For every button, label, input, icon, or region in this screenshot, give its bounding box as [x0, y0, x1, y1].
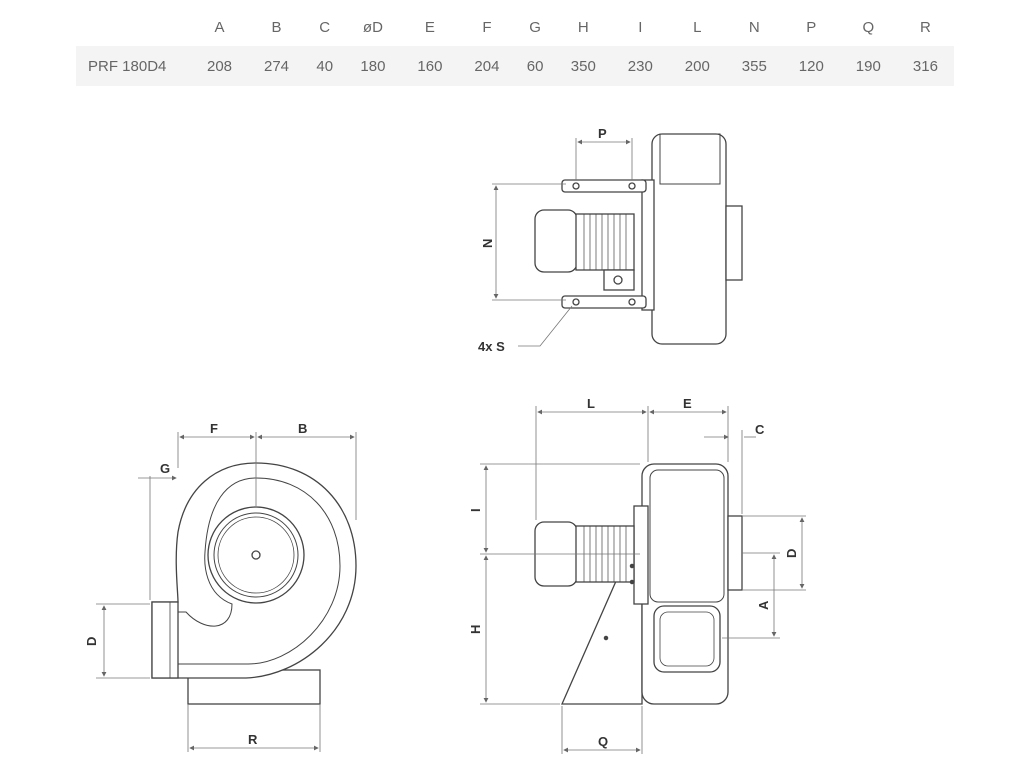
header-col-12: P [806, 18, 817, 36]
header-col-4: øD [362, 18, 383, 36]
value-cell: 190 [839, 46, 897, 86]
label-l: L [587, 396, 595, 411]
header-col-8: H [577, 18, 589, 36]
dimension-labels: P N 4x S F B G D R L E C I D A H Q [84, 126, 799, 749]
value-cell: 180 [344, 46, 402, 86]
header-col-13: Q [862, 18, 875, 36]
label-q: Q [598, 734, 608, 749]
label-g: G [160, 461, 170, 476]
value-cell: 160 [401, 46, 459, 86]
label-d-front: D [84, 637, 99, 646]
label-b: B [298, 421, 307, 436]
top-view-dimensions [492, 138, 633, 347]
label-n: N [480, 239, 495, 248]
side-view [534, 463, 743, 705]
header-col-7: G [529, 18, 541, 36]
label-d-side: D [784, 549, 799, 558]
value-cell: 60 [515, 46, 555, 86]
header-col-14: R [919, 18, 931, 36]
top-view [534, 133, 743, 345]
label-i: I [468, 508, 483, 512]
value-cell: 208 [191, 46, 248, 86]
label-f: F [210, 421, 218, 436]
header-col-9: I [638, 18, 643, 36]
header-col-11: N [748, 18, 760, 36]
front-view-dimensions [96, 432, 357, 752]
value-cell: 40 [305, 46, 345, 86]
label-c: C [755, 422, 765, 437]
label-r: R [248, 732, 258, 747]
header-col-10: L [693, 18, 702, 36]
value-cell: 204 [458, 46, 516, 86]
side-view-dimensions [480, 406, 806, 754]
value-cell: 355 [725, 46, 783, 86]
front-view [151, 462, 357, 705]
value-cell: 230 [611, 46, 669, 86]
label-e: E [683, 396, 692, 411]
value-cell: 274 [248, 46, 305, 86]
header-col-2: B [271, 18, 282, 36]
value-cell: 120 [782, 46, 840, 86]
value-cell: 200 [668, 46, 726, 86]
header-col-6: F [482, 18, 492, 36]
value-cell: 316 [896, 46, 954, 86]
label-4x-s: 4x S [478, 339, 505, 354]
header-col-5: E [424, 18, 435, 36]
label-p: P [598, 126, 607, 141]
label-h: H [468, 625, 483, 634]
header-col-3: C [319, 18, 331, 36]
value-cell: 350 [554, 46, 612, 86]
header-col-1: A [214, 18, 225, 36]
label-a: A [756, 600, 771, 610]
model-cell: PRF 180D4 [76, 46, 191, 86]
